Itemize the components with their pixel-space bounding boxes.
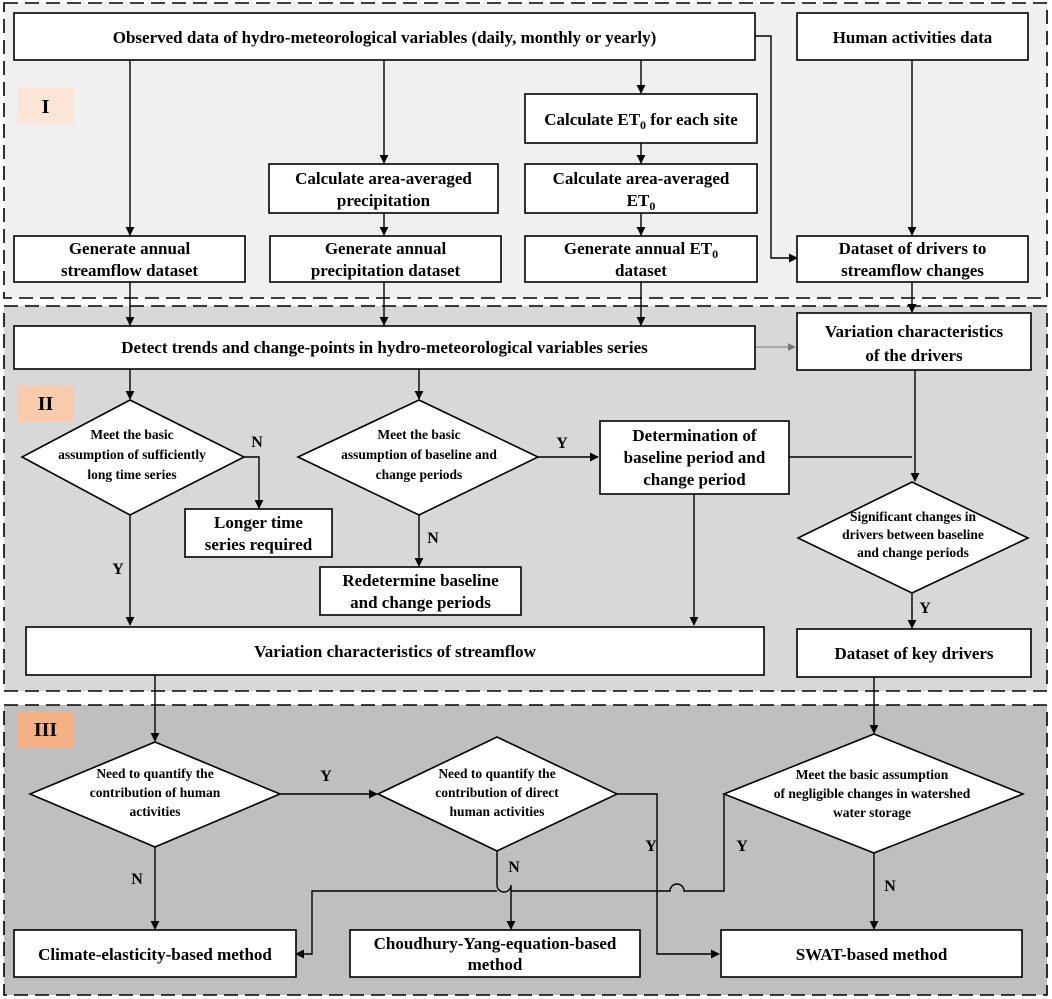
diamond-quantify-human: Need to quantify the contribution of hum… xyxy=(27,741,283,848)
box-redetermine-periods: Redetermine baseline and change periods xyxy=(319,566,522,616)
svg-text:assumption of sufficiently: assumption of sufficiently xyxy=(58,447,206,462)
svg-text:of negligible changes in water: of negligible changes in watershed xyxy=(774,786,971,801)
svg-text:Longer time: Longer time xyxy=(214,513,303,532)
svg-text:Need to quantify the: Need to quantify the xyxy=(438,766,555,781)
box-area-averaged-precipitation: Calculate area-averaged precipitation xyxy=(268,163,499,214)
box-variation-streamflow: Variation characteristics of streamflow xyxy=(25,626,765,676)
svg-text:Calculate ET0 for each site: Calculate ET0 for each site xyxy=(544,110,738,132)
label-significant-yes: Y xyxy=(919,600,931,617)
svg-text:Determination of: Determination of xyxy=(632,426,757,445)
label-baseline-no: N xyxy=(427,530,439,547)
diamond-significant-changes: Significant changes in drivers between b… xyxy=(796,481,1030,594)
box-generate-streamflow-dataset: Generate annual streamflow dataset xyxy=(13,235,246,283)
svg-text:Climate-elasticity-based metho: Climate-elasticity-based method xyxy=(38,945,272,964)
svg-text:Variation characteristics: Variation characteristics xyxy=(825,322,1004,341)
svg-text:contribution of direct: contribution of direct xyxy=(435,785,559,800)
svg-text:Meet the basic: Meet the basic xyxy=(377,427,460,442)
svg-text:Generate annual: Generate annual xyxy=(69,239,191,258)
box-drivers-dataset: Dataset of drivers to streamflow changes xyxy=(796,235,1029,283)
svg-text:assumption of baseline and: assumption of baseline and xyxy=(341,447,497,462)
diamond-quantify-direct-human: Need to quantify the contribution of dir… xyxy=(376,736,619,852)
svg-text:baseline period and: baseline period and xyxy=(624,448,766,467)
diamond-baseline-change-periods: Meet the basic assumption of baseline an… xyxy=(296,399,540,516)
box-key-drivers: Dataset of key drivers xyxy=(796,628,1032,678)
svg-text:Need to quantify the: Need to quantify the xyxy=(96,766,213,781)
box-human-activities-data: Human activities data xyxy=(796,12,1029,61)
box-variation-drivers: Variation characteristics of the drivers xyxy=(796,312,1032,371)
svg-text:Choudhury-Yang-equation-based: Choudhury-Yang-equation-based xyxy=(374,934,617,953)
svg-text:human activities: human activities xyxy=(450,804,545,819)
diamond-watershed-storage: Meet the basic assumption of negligible … xyxy=(721,733,1026,854)
section-3-label: III xyxy=(34,719,58,741)
diamond-long-time-series: Meet the basic assumption of sufficientl… xyxy=(20,399,246,516)
svg-text:Calculate area-averaged: Calculate area-averaged xyxy=(295,169,472,188)
section-1-label: I xyxy=(42,96,50,118)
svg-text:activities: activities xyxy=(130,804,181,819)
svg-text:Human activities data: Human activities data xyxy=(833,28,993,47)
section-1-badge xyxy=(17,88,74,124)
box-observed-data: Observed data of hydro-meteorological va… xyxy=(13,12,756,61)
svg-text:Generate annual ET0: Generate annual ET0 xyxy=(564,239,718,261)
svg-text:of the drivers: of the drivers xyxy=(865,346,963,365)
svg-text:Significant changes in: Significant changes in xyxy=(850,509,977,524)
edge-labels: N Y Y N Y Y N N Y Y N xyxy=(112,434,931,895)
svg-text:streamflow dataset: streamflow dataset xyxy=(61,261,198,280)
svg-text:Generate annual: Generate annual xyxy=(325,239,447,258)
svg-text:and change periods: and change periods xyxy=(857,545,969,560)
box-detect-trends: Detect trends and change-points in hydro… xyxy=(13,325,756,370)
svg-text:Dataset of key drivers: Dataset of key drivers xyxy=(834,644,993,663)
svg-text:Meet the basic: Meet the basic xyxy=(90,427,173,442)
box-generate-et0-dataset: Generate annual ET0 dataset xyxy=(524,235,758,283)
section-2-badge xyxy=(17,385,74,421)
box-area-averaged-et0: Calculate area-averaged ET0 xyxy=(524,163,758,214)
svg-text:streamflow changes: streamflow changes xyxy=(841,261,984,280)
box-longer-time-series: Longer time series required xyxy=(184,508,333,558)
svg-text:ET0: ET0 xyxy=(627,191,656,213)
svg-text:and change periods: and change periods xyxy=(350,593,491,612)
svg-text:dataset: dataset xyxy=(615,261,667,280)
svg-text:contribution of human: contribution of human xyxy=(90,785,221,800)
svg-text:change periods: change periods xyxy=(376,467,463,482)
svg-text:Redetermine baseline: Redetermine baseline xyxy=(342,571,499,590)
svg-text:long time series: long time series xyxy=(87,467,176,482)
svg-text:Calculate area-averaged: Calculate area-averaged xyxy=(553,169,730,188)
svg-text:Dataset of drivers to: Dataset of drivers to xyxy=(839,239,987,258)
box-determination-periods: Determination of baseline period and cha… xyxy=(599,420,790,495)
label-storage-no: N xyxy=(884,878,896,895)
box-calc-et0-site: Calculate ET0 for each site xyxy=(524,93,758,144)
box-choudhury-yang-method: Choudhury-Yang-equation-based method xyxy=(349,929,641,978)
svg-text:drivers between baseline: drivers between baseline xyxy=(842,527,984,542)
svg-text:Meet the basic assumption: Meet the basic assumption xyxy=(796,767,949,782)
svg-text:precipitation dataset: precipitation dataset xyxy=(311,261,461,280)
svg-text:Observed data of hydro-meteoro: Observed data of hydro-meteorological va… xyxy=(113,28,657,47)
section-2-label: II xyxy=(38,393,54,415)
svg-text:series required: series required xyxy=(205,535,313,554)
box-climate-elasticity-method: Climate-elasticity-based method xyxy=(13,929,297,978)
label-long-no: N xyxy=(251,434,263,451)
label-direct-yes: Y xyxy=(645,838,657,855)
connectors xyxy=(125,35,920,954)
label-direct-no: N xyxy=(508,859,520,876)
label-long-yes: Y xyxy=(112,561,124,578)
svg-text:Detect trends and change-point: Detect trends and change-points in hydro… xyxy=(121,338,648,357)
svg-text:Variation characteristics of s: Variation characteristics of streamflow xyxy=(254,642,537,661)
label-storage-yes: Y xyxy=(736,838,748,855)
box-generate-precipitation-dataset: Generate annual precipitation dataset xyxy=(269,235,502,283)
label-human-yes: Y xyxy=(320,768,332,785)
svg-text:SWAT-based method: SWAT-based method xyxy=(796,945,948,964)
svg-text:precipitation: precipitation xyxy=(337,191,431,210)
box-swat-method: SWAT-based method xyxy=(720,929,1023,978)
svg-text:method: method xyxy=(468,955,523,974)
section-3-badge xyxy=(17,711,74,747)
label-human-no: N xyxy=(131,871,143,888)
svg-text:water storage: water storage xyxy=(833,805,911,820)
label-baseline-yes: Y xyxy=(556,435,568,452)
svg-text:change period: change period xyxy=(643,470,746,489)
